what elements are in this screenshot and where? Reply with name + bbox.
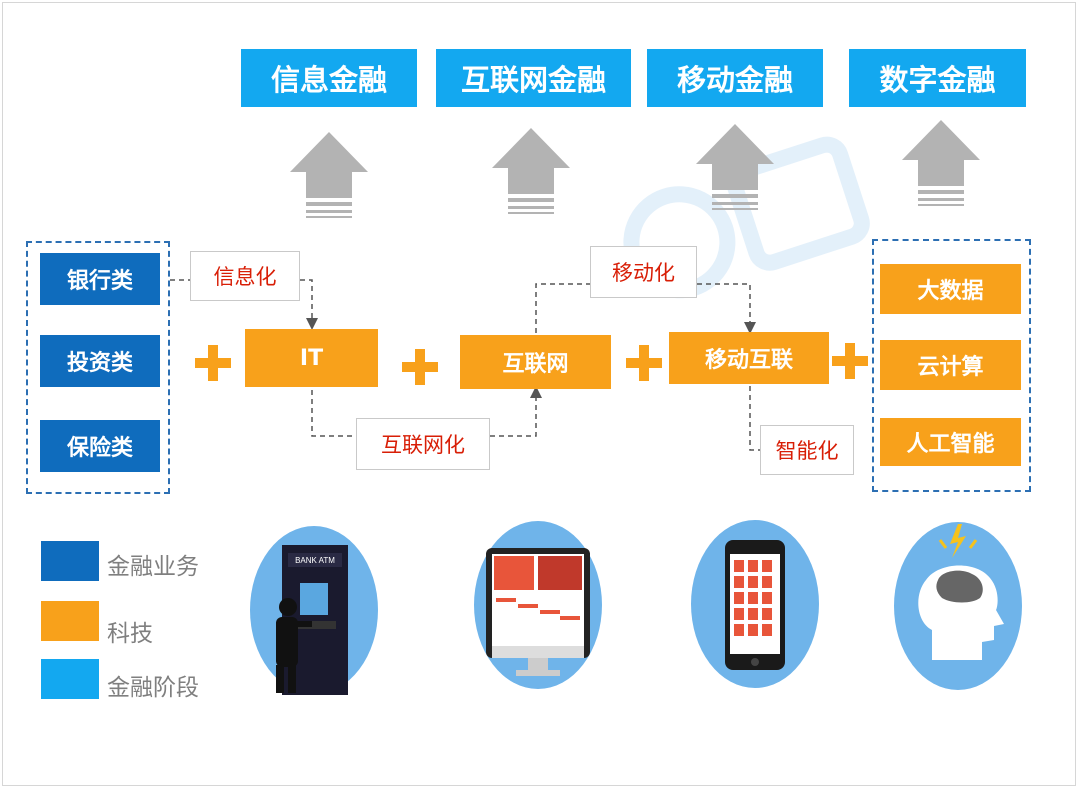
monitor-illustration xyxy=(474,521,602,689)
label-informatization: 信息化 xyxy=(190,251,300,301)
legend-swatch-business xyxy=(41,541,99,581)
up-arrow-icon xyxy=(902,120,980,206)
plus-icon xyxy=(626,345,662,381)
tech-mobile-internet: 移动互联 xyxy=(669,332,829,384)
plus-icon xyxy=(195,345,231,381)
legend-swatch-tech xyxy=(41,601,99,641)
label-mobilization: 移动化 xyxy=(590,246,697,298)
phone-illustration xyxy=(691,520,819,688)
tech-cloud-computing: 云计算 xyxy=(880,340,1021,390)
plus-icon xyxy=(402,349,438,385)
connector-line xyxy=(749,386,760,451)
business-investment: 投资类 xyxy=(40,335,160,387)
label-internetization: 互联网化 xyxy=(356,418,490,470)
legend-label-tech: 科技 xyxy=(107,621,153,647)
connector-line xyxy=(697,283,756,334)
connector-line xyxy=(535,283,590,333)
connector-line xyxy=(311,390,356,437)
connector-line xyxy=(300,279,318,330)
stage-info-finance: 信息金融 xyxy=(241,49,417,107)
up-arrow-icon xyxy=(492,128,570,214)
atm-illustration: BANK ATM xyxy=(250,526,378,695)
plus-icon xyxy=(832,343,868,379)
legend-swatch-stage xyxy=(41,659,99,699)
stage-internet-finance: 互联网金融 xyxy=(436,49,631,107)
label-intelligentization: 智能化 xyxy=(760,425,854,475)
tech-right-group xyxy=(872,239,1031,492)
tech-big-data: 大数据 xyxy=(880,264,1021,314)
tech-it: IT xyxy=(245,329,378,387)
atm-label: BANK ATM xyxy=(295,556,335,565)
up-arrow-icon xyxy=(696,124,774,210)
business-insurance: 保险类 xyxy=(40,420,160,472)
stage-mobile-finance: 移动金融 xyxy=(647,49,823,107)
legend-label-stage: 金融阶段 xyxy=(107,675,199,701)
connector-line xyxy=(490,386,542,437)
stage-digital-finance: 数字金融 xyxy=(849,49,1026,107)
tech-ai: 人工智能 xyxy=(880,418,1021,466)
tech-internet: 互联网 xyxy=(460,335,611,389)
lightning-icon xyxy=(950,524,966,558)
ai-head-illustration xyxy=(894,522,1022,690)
up-arrow-icon xyxy=(290,132,368,218)
legend-label-business: 金融业务 xyxy=(107,554,199,580)
business-group xyxy=(26,241,170,494)
business-bank: 银行类 xyxy=(40,253,160,305)
